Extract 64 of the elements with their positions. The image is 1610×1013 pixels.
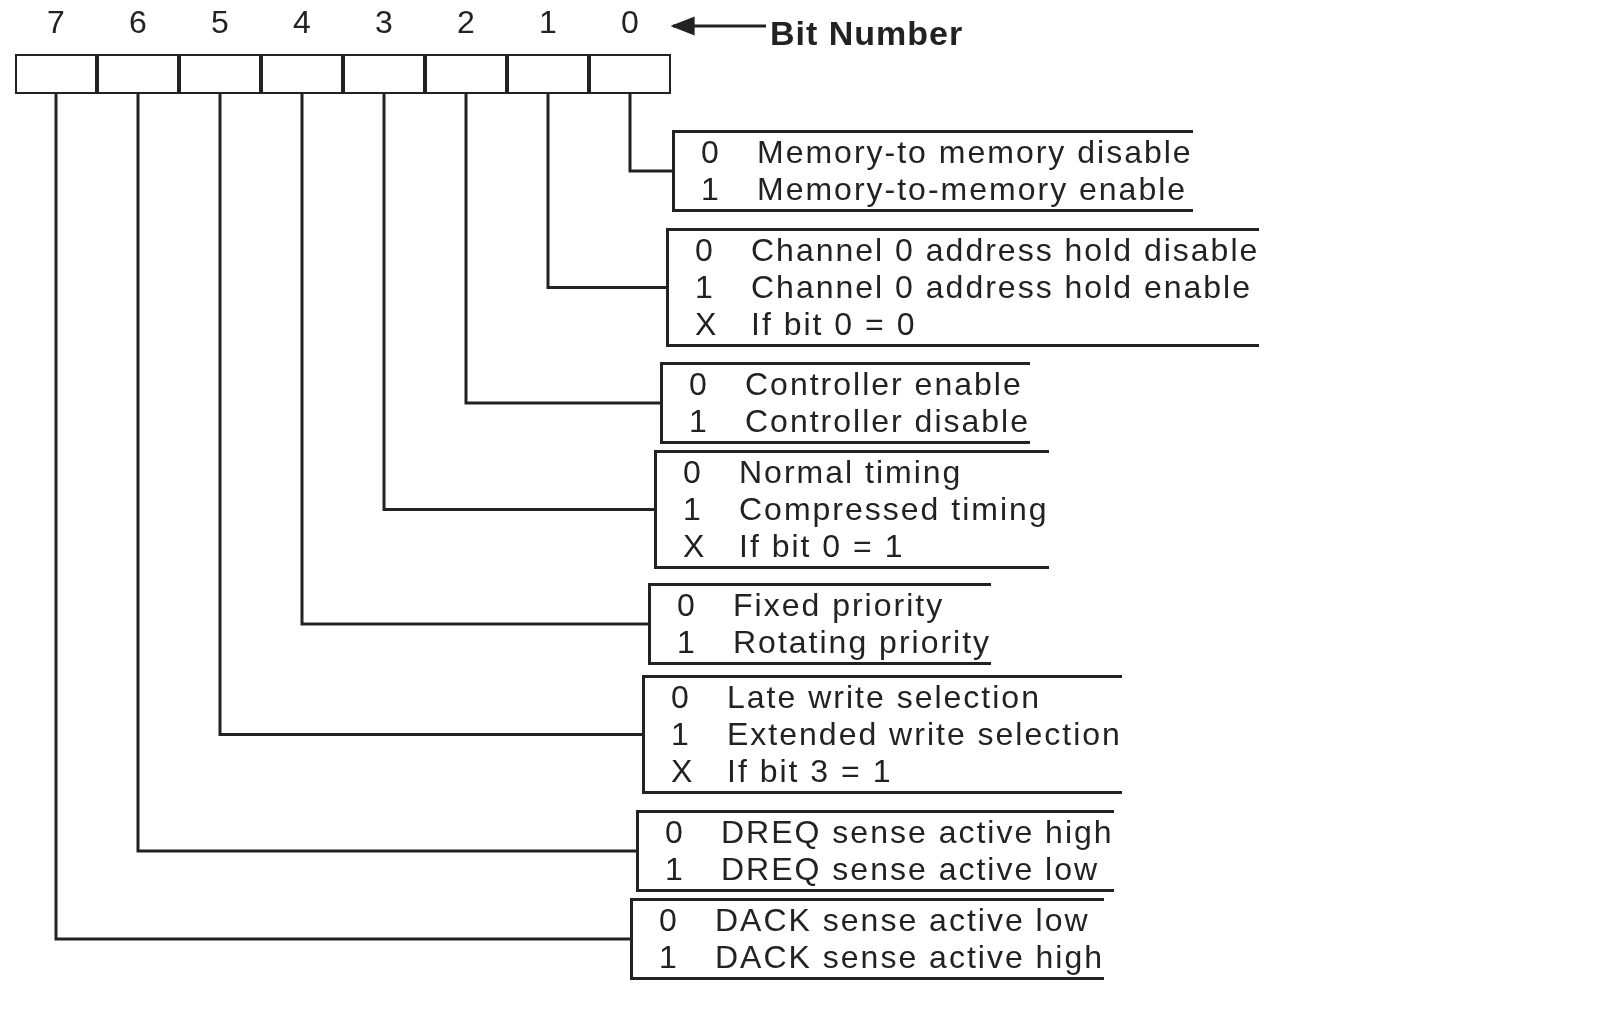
bit-value: 0: [677, 588, 698, 623]
bit-number: 4: [292, 4, 312, 40]
option-description: Memory-to memory disable: [757, 135, 1193, 170]
bit-number: 5: [210, 4, 230, 40]
option-description: DACK sense active low: [715, 903, 1091, 938]
bit-value: 0: [683, 455, 704, 490]
option-bracket: [642, 675, 1122, 794]
bit-value: X: [695, 307, 720, 342]
option-bracket: [630, 898, 1105, 980]
bit-value: X: [671, 754, 696, 789]
option-description: DACK sense active high: [715, 940, 1105, 975]
leader-line: [218, 92, 642, 736]
bit-value: 0: [659, 903, 680, 938]
option-bracket: [648, 583, 992, 665]
bit-value: 0: [695, 233, 716, 268]
leader-line: [382, 92, 654, 511]
option-description: Extended write selection: [727, 717, 1122, 752]
leader-line: [300, 92, 648, 626]
leader-line: [464, 92, 660, 405]
option-bracket: [672, 130, 1193, 212]
option-description: DREQ sense active high: [721, 815, 1114, 850]
bit-value: X: [683, 529, 708, 564]
option-description: Rotating priority: [733, 625, 992, 660]
bit-value: 1: [665, 852, 686, 887]
bit-value: 1: [689, 404, 710, 439]
option-description: Controller enable: [745, 367, 1024, 402]
option-description: Memory-to-memory enable: [757, 172, 1189, 207]
bit-value: 1: [683, 492, 704, 527]
arrow: [670, 16, 766, 36]
bit-value: 1: [695, 270, 716, 305]
bit-number: 1: [538, 4, 558, 40]
option-bracket: [666, 228, 1260, 347]
option-bracket: [654, 450, 1049, 569]
option-description: DREQ sense active low: [721, 852, 1101, 887]
leader-line: [54, 92, 630, 941]
option-description: Compressed timing: [739, 492, 1049, 527]
leader-line: [628, 92, 672, 173]
option-description: If bit 3 = 1: [727, 754, 894, 789]
option-description: Normal timing: [739, 455, 964, 490]
leader-line: [546, 92, 666, 289]
option-bracket: [636, 810, 1114, 892]
bit-number: 0: [620, 4, 640, 40]
option-bracket: [660, 362, 1030, 444]
bit-value: 1: [701, 172, 722, 207]
bit-value: 0: [665, 815, 686, 850]
option-description: Channel 0 address hold disable: [751, 233, 1260, 268]
bit-value: 1: [677, 625, 698, 660]
bit-value: 1: [659, 940, 680, 975]
option-description: If bit 0 = 1: [739, 529, 906, 564]
bit-number: 3: [374, 4, 394, 40]
option-description: Controller disable: [745, 404, 1030, 439]
bit-number: 6: [128, 4, 148, 40]
option-description: If bit 0 = 0: [751, 307, 918, 342]
bit-value: 0: [689, 367, 710, 402]
axis-title: Bit Number: [770, 14, 964, 53]
option-description: Channel 0 address hold enable: [751, 270, 1253, 305]
bit-value: 1: [671, 717, 692, 752]
bit-value: 0: [701, 135, 722, 170]
leader-line: [136, 92, 636, 853]
bit-number: 2: [456, 4, 476, 40]
bit-value: 0: [671, 680, 692, 715]
option-description: Late write selection: [727, 680, 1042, 715]
option-description: Fixed priority: [733, 588, 946, 623]
bit-number: 7: [46, 4, 66, 40]
